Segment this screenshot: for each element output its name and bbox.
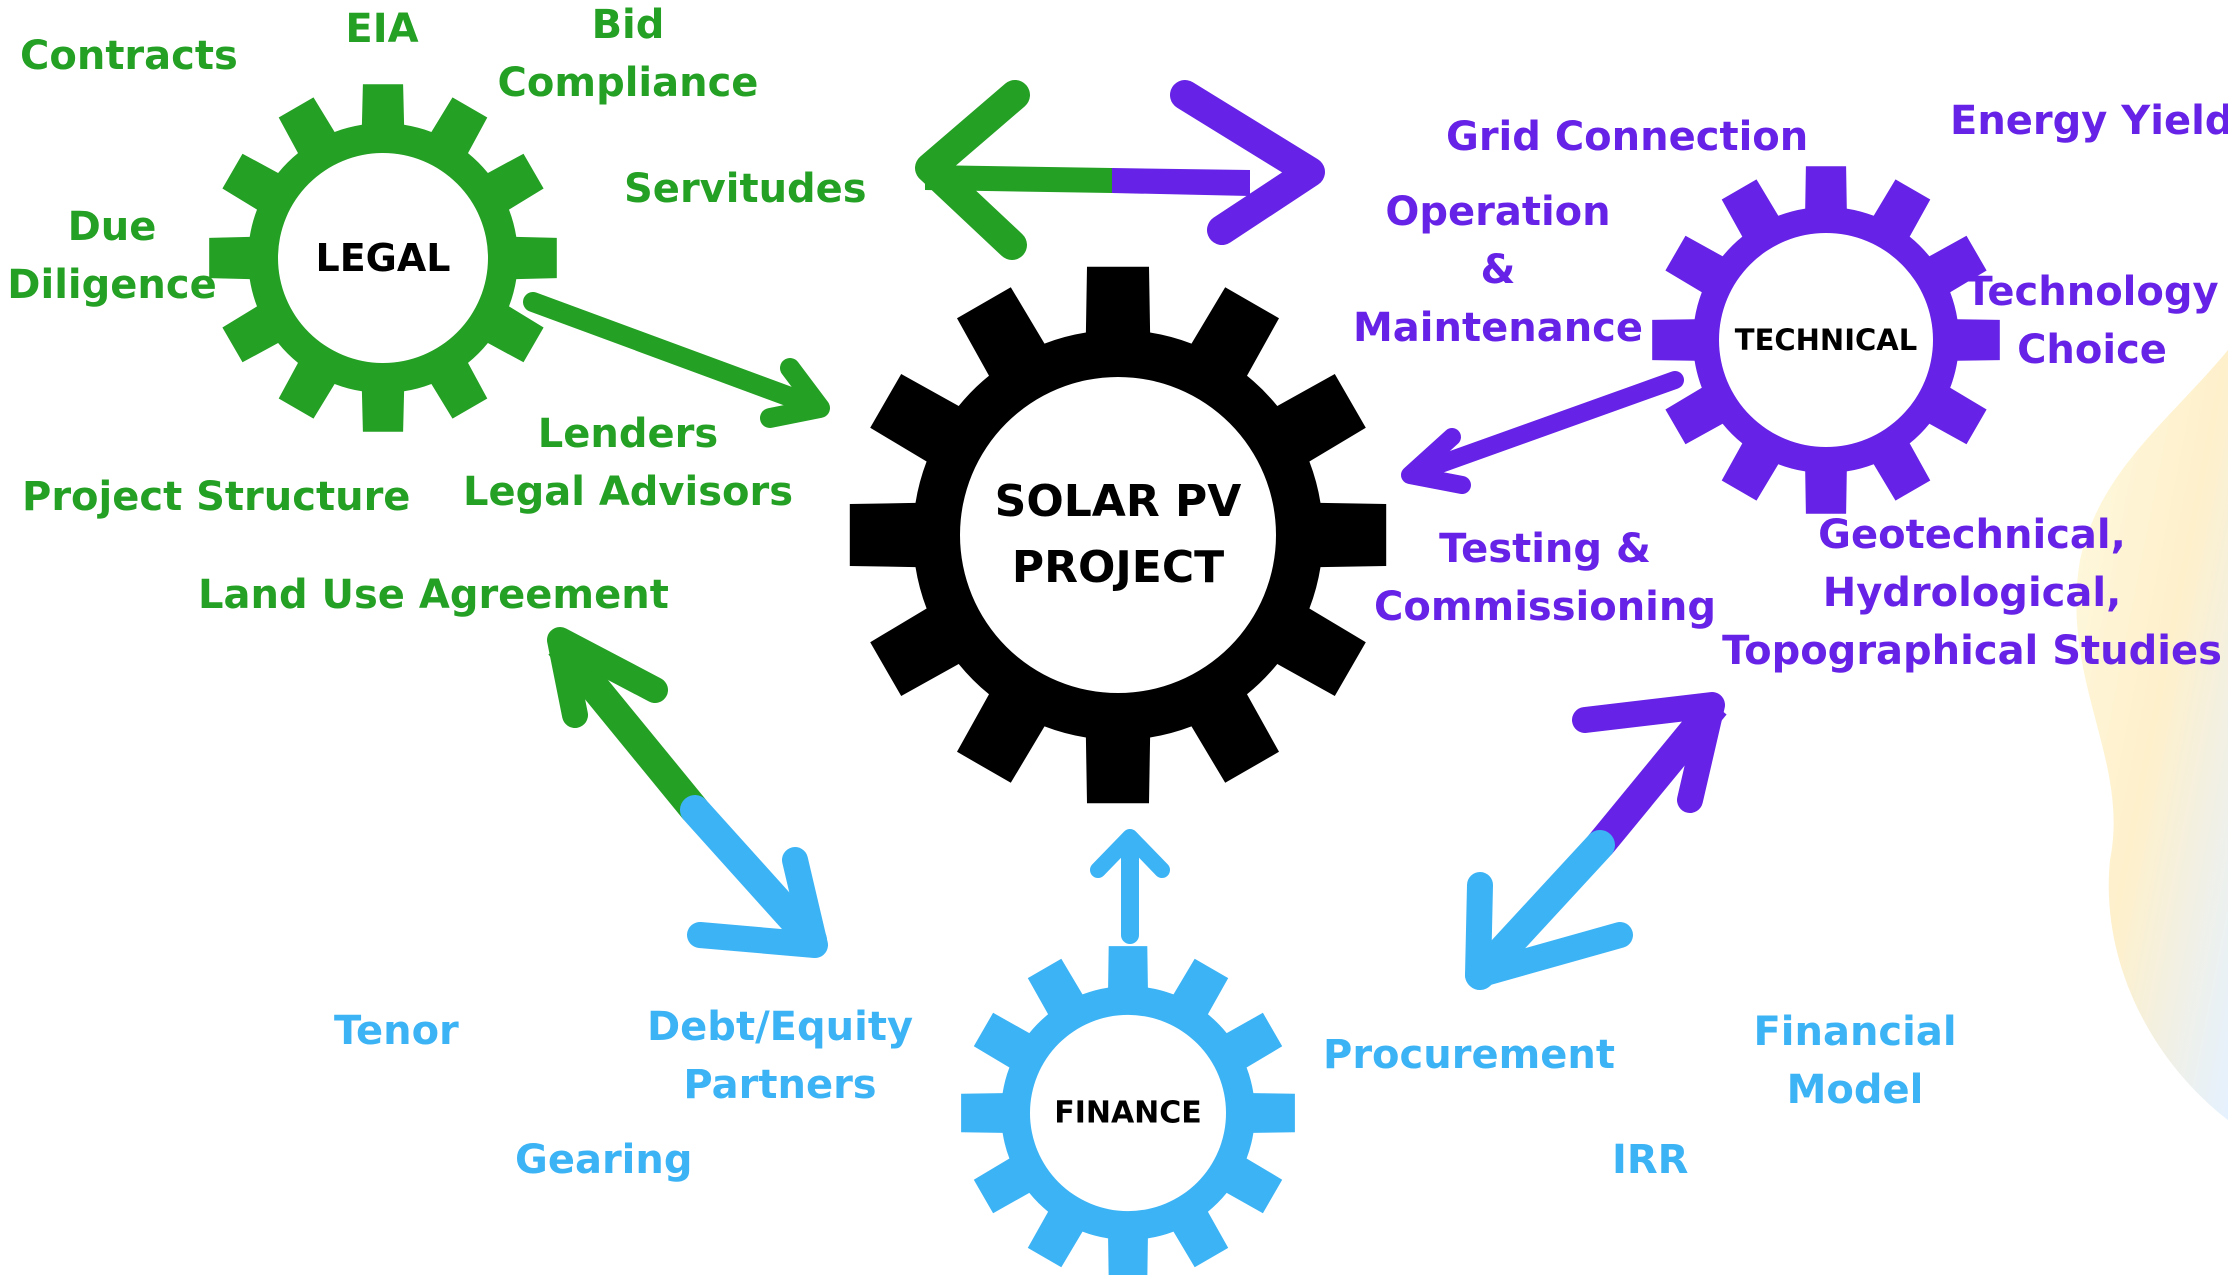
finance-topic-debt-line1: Debt/Equity: [646, 1004, 914, 1050]
legal-topic-due-diligence-line2: Diligence: [7, 262, 217, 308]
legal-topic-servitudes: Servitudes: [624, 166, 867, 212]
technical-topic-testing-line2: Commissioning: [1373, 584, 1717, 630]
finance-topic-debt-line2: Partners: [683, 1062, 877, 1108]
technical-gear-label: TECHNICAL: [1734, 323, 1918, 357]
legal-gear: [209, 84, 557, 432]
legal-topic-bid-compliance-line1: Bid: [591, 2, 665, 48]
technical-topic-studies-line1: Geotechnical,: [1818, 512, 2126, 558]
center-gear-label: SOLAR PV PROJECT: [995, 469, 1242, 601]
technical-topic-studies-line3: Topographical Studies: [1722, 628, 2222, 674]
legal-topic-land-use-agreement: Land Use Agreement: [198, 572, 669, 618]
legal-topic-lenders-line2: Legal Advisors: [462, 469, 794, 515]
legal-gear-label: LEGAL: [315, 236, 451, 280]
finance-topic-debt-equity-partners: Debt/Equity Partners: [647, 998, 913, 1114]
legal-topic-contracts: Contracts: [20, 33, 238, 79]
finance-topic-financial-model: Financial Model: [1753, 1003, 1956, 1119]
technical-finance-double-arrow: [1465, 692, 1727, 990]
finance-topic-tenor: Tenor: [334, 1008, 459, 1054]
legal-topic-project-structure: Project Structure: [22, 474, 411, 520]
technical-topic-testing-line1: Testing &: [1439, 526, 1651, 572]
center-gear: [849, 266, 1387, 804]
legal-topic-lenders-legal-advisors: Lenders Legal Advisors: [463, 405, 793, 521]
finance-topic-model-line1: Financial: [1753, 1009, 1957, 1055]
technical-topic-om-line1: Operation: [1385, 189, 1611, 235]
technical-topic-site-studies: Geotechnical, Hydrological, Topographica…: [1722, 506, 2222, 680]
background-decoration: [2076, 350, 2228, 1120]
technical-topic-tech-line2: Choice: [2017, 327, 2167, 373]
legal-topic-lenders-line1: Lenders: [537, 411, 719, 457]
technical-topic-om-line3: Maintenance: [1352, 305, 1644, 351]
finance-topic-gearing: Gearing: [515, 1137, 693, 1183]
finance-to-project-arrow: [1090, 829, 1170, 944]
finance-topic-irr: IRR: [1612, 1137, 1689, 1183]
legal-technical-double-arrow: [915, 80, 1325, 260]
legal-topic-due-diligence-line1: Due: [67, 204, 157, 250]
center-gear-label-line2: PROJECT: [1011, 542, 1225, 593]
technical-topic-energy-yield: Energy Yield: [1950, 98, 2228, 144]
finance-gear-label: FINANCE: [1054, 1095, 1202, 1131]
technical-to-project-arrow: [1401, 371, 1684, 494]
legal-to-project-arrow: [523, 292, 830, 428]
legal-topic-bid-compliance-line2: Compliance: [497, 60, 759, 106]
legal-topic-eia: EIA: [345, 6, 419, 52]
technical-topic-om-line2: &: [1480, 247, 1516, 293]
technical-gear: [1652, 166, 2000, 514]
legal-topic-bid-compliance: Bid Compliance: [498, 0, 759, 112]
technical-topic-technology-choice: Technology Choice: [1965, 263, 2218, 379]
legal-topic-due-diligence: Due Diligence: [7, 198, 216, 314]
technical-topic-studies-line2: Hydrological,: [1822, 570, 2122, 616]
technical-topic-grid-connection: Grid Connection: [1446, 114, 1809, 160]
finance-topic-procurement: Procurement: [1323, 1032, 1615, 1078]
technical-topic-testing-commissioning: Testing & Commissioning: [1374, 520, 1716, 636]
technical-topic-tech-line1: Technology: [1965, 269, 2219, 315]
finance-topic-model-line2: Model: [1786, 1067, 1924, 1113]
finance-gear: [961, 946, 1295, 1275]
center-gear-label-line1: SOLAR PV: [994, 476, 1242, 527]
legal-finance-double-arrow: [547, 627, 828, 958]
technical-topic-operation-maintenance: Operation & Maintenance: [1353, 183, 1643, 357]
